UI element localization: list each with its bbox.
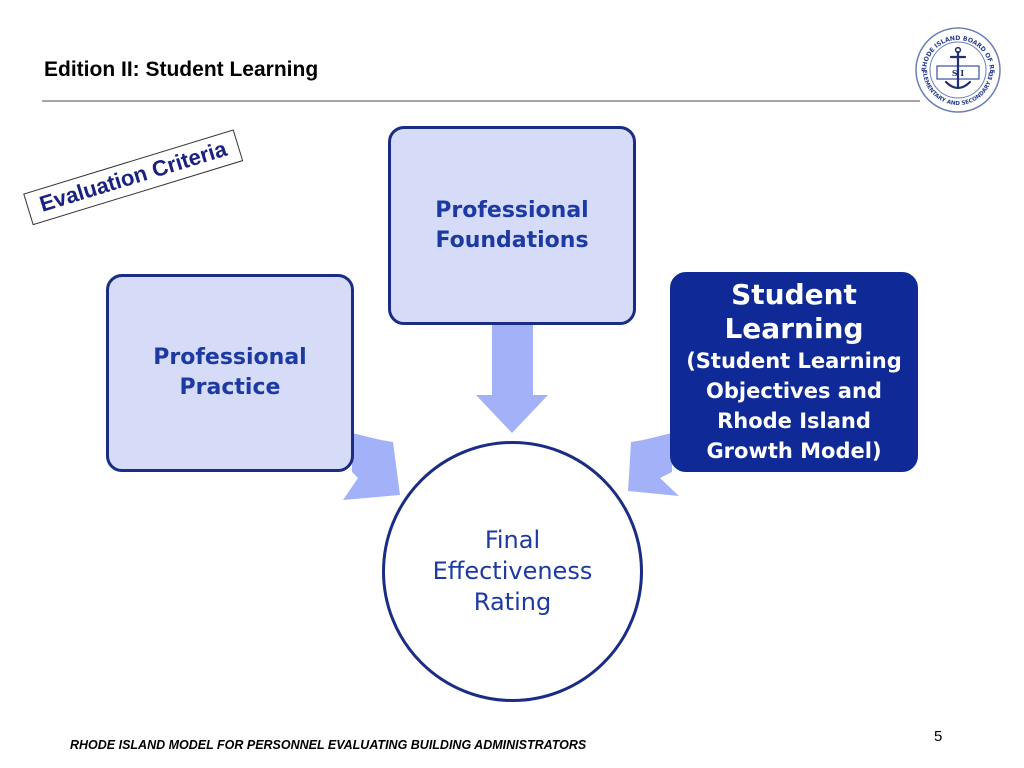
board-of-regents-seal-logo: RHODE ISLAND BOARD OF REGENTS ELEMENTARY…: [914, 26, 1001, 113]
student-learning-title-line-1: Student: [731, 278, 857, 311]
slide-title: Edition II: Student Learning: [44, 58, 319, 81]
final-rating-label-line-3: Rating: [473, 588, 552, 616]
student-learning-subtitle-line-4: Growth Model): [706, 439, 882, 463]
footer-text: RHODE ISLAND MODEL FOR PERSONNEL EVALUAT…: [70, 738, 587, 752]
student-learning-subtitle-line-2: Objectives and: [706, 379, 882, 403]
title-divider: [42, 100, 920, 102]
page-number: 5: [934, 728, 943, 745]
professional-practice-label-line-2: Practice: [179, 375, 281, 400]
professional-foundations-label-line-1: Professional: [435, 197, 589, 223]
professional-practice-box: Professional Practice: [106, 274, 354, 472]
seal-center-text: S I: [952, 68, 965, 78]
final-rating-label-line-1: Final: [484, 526, 541, 554]
professional-foundations-label-line-2: Foundations: [435, 227, 589, 253]
student-learning-title-line-2: Learning: [724, 312, 864, 345]
arrow-from-student-learning: [628, 433, 679, 496]
final-rating-label-line-2: Effectiveness: [432, 557, 593, 585]
arrow-from-practice: [343, 433, 400, 500]
professional-practice-label-line-1: Professional: [153, 345, 307, 370]
professional-foundations-box: Professional Foundations: [388, 126, 636, 325]
arrow-from-foundations: [476, 325, 548, 433]
student-learning-subtitle-line-3: Rhode Island: [717, 409, 871, 433]
student-learning-box: Student Learning (Student Learning Objec…: [670, 272, 918, 472]
final-effectiveness-rating-circle: Final Effectiveness Rating: [382, 441, 643, 702]
student-learning-subtitle-line-1: (Student Learning: [686, 349, 902, 373]
